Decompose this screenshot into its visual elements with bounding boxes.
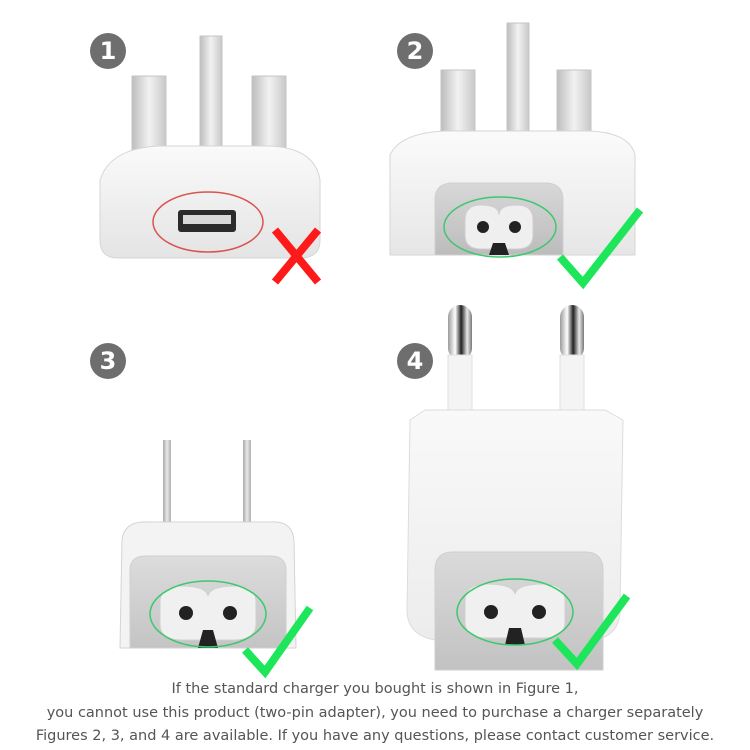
usb-port-highlight-circle — [152, 191, 264, 253]
figure-number-badge-3: 3 — [90, 343, 126, 379]
figure-3-us-duckhead-adapter-image — [119, 440, 314, 679]
compatibility-caption: If the standard charger you bought is sh… — [0, 678, 750, 749]
figure-number-badge-2: 2 — [397, 33, 433, 69]
compatible-check-icon — [552, 593, 631, 671]
two-pin-socket-highlight-circle — [456, 578, 574, 646]
caption-line-3: Figures 2, 3, and 4 are available. If yo… — [35, 728, 715, 744]
figure-2-uk-duckhead-adapter-image — [389, 22, 644, 290]
two-pin-socket-highlight-circle — [149, 580, 267, 648]
caption-line-1: If the standard charger you bought is sh… — [171, 681, 579, 697]
figure-number-badge-1: 1 — [90, 33, 126, 69]
caption-line-2: you cannot use this product (two-pin ada… — [46, 704, 704, 721]
two-pin-socket-highlight-circle — [443, 196, 557, 258]
compatible-check-icon — [557, 207, 644, 290]
figure-number-badge-4: 4 — [397, 343, 433, 379]
incompatible-cross-icon — [271, 227, 322, 285]
figure-4-eu-duckhead-adapter-image — [406, 305, 631, 671]
compatible-check-icon — [242, 605, 314, 679]
figure-1-uk-usb-charger-image — [99, 35, 322, 285]
